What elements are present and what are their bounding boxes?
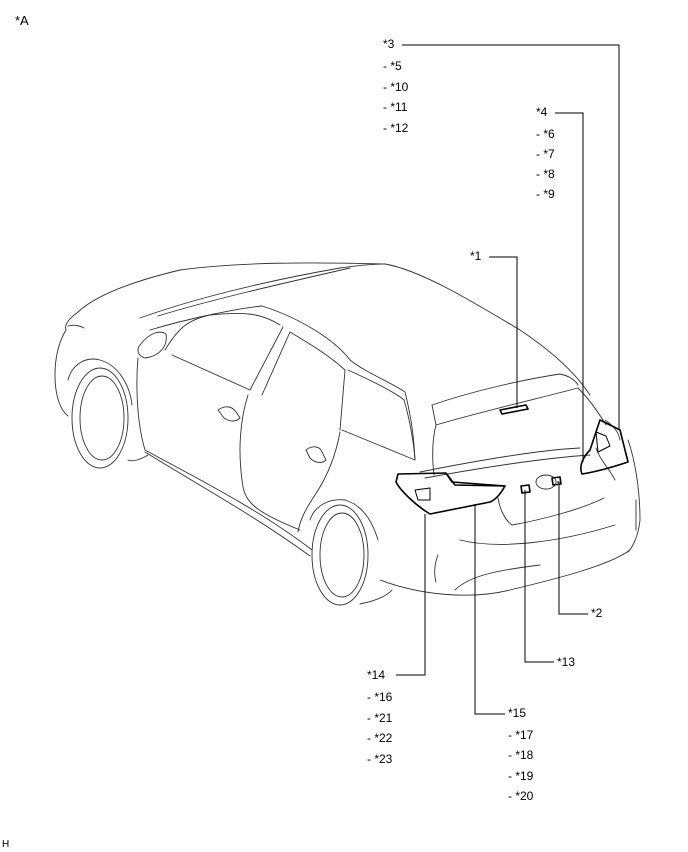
sub-callout: - *21: [367, 710, 393, 725]
callout-14: *14: [367, 668, 386, 682]
sub-callout: - *11: [383, 100, 408, 115]
sub-callout: - *10: [383, 79, 409, 94]
rear-combination-lamp-lh-inner: [445, 472, 506, 487]
callout-3: *3: [383, 37, 395, 51]
callout-2: *2: [591, 606, 603, 620]
sub-callout: - *8: [536, 167, 555, 181]
sub-callout: - *7: [536, 147, 555, 161]
callout-4: *4: [536, 105, 548, 119]
rear-combination-lamp-rh: [580, 419, 629, 475]
sub-callout: - *18: [508, 748, 534, 763]
sub-callout: - *9: [536, 187, 555, 201]
sub-callout: - *23: [367, 752, 393, 767]
callout-group-4: *4 - *6 - *7 - *8 - *9: [536, 105, 555, 204]
sub-callout: - *16: [367, 690, 393, 704]
license-lamp-lh: [520, 484, 531, 494]
sub-callout: - *19: [508, 768, 534, 783]
sub-callout: - *12: [383, 121, 409, 136]
sub-callout: - *22: [367, 731, 393, 746]
sub-callout: - *6: [536, 127, 555, 141]
callout-15: *15: [508, 706, 527, 720]
lamp-parts: [395, 404, 629, 515]
callout-group-14: *14 - *16 - *21 - *22 - *23: [367, 668, 392, 770]
sub-callout: - *17: [508, 728, 534, 742]
footer-code: H: [2, 839, 10, 850]
callout-13: *13: [557, 655, 576, 669]
callout-group-3: *3 - *5 - *10 - *11 - *12: [383, 37, 408, 139]
leader-lines: [396, 44, 620, 715]
callout-group-15: *15 - *17 - *18 - *19 - *20: [508, 706, 533, 806]
license-lamp-rh: [551, 476, 562, 486]
vehicle-outline: [54, 262, 641, 606]
callout-1: *1: [470, 249, 482, 263]
figure-tag: *A: [15, 13, 29, 28]
sub-callout: - *5: [383, 59, 402, 73]
sub-callout: - *20: [508, 788, 534, 803]
